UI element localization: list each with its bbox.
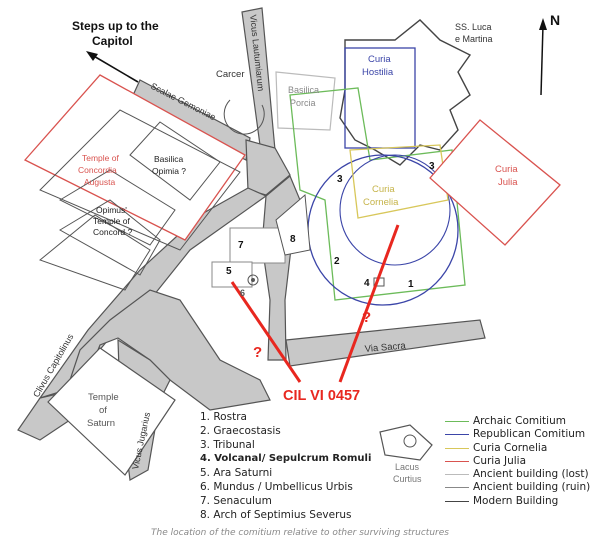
line-legend: Archaic Comitium Republican Comitium Cur… xyxy=(445,415,590,508)
numbered-legend: 1. Rostra 2. Graecostasis 3. Tribunal 4.… xyxy=(200,410,410,522)
temple-saturn-outline xyxy=(47,347,176,476)
legend-line-republican: Republican Comitium xyxy=(445,428,590,441)
legend-swatch xyxy=(445,447,469,449)
street-via-sacra: Via Sacra xyxy=(364,340,407,355)
legend-swatch xyxy=(445,460,469,462)
legend-item-rostra: 1. Rostra xyxy=(200,411,247,423)
legend-line-ruin: Ancient building (ruin) xyxy=(445,481,590,494)
temple-concordia-1: Temple of xyxy=(82,153,119,163)
ss-luca-outline xyxy=(339,19,472,166)
ss-luca-1: SS. Luca xyxy=(455,22,492,32)
legend-item-tribunal: 3. Tribunal xyxy=(200,439,255,451)
lacus-curtius-1: Lacus xyxy=(395,462,420,472)
legend-item-graecostasis: 2. Graecostasis xyxy=(200,425,281,437)
archaic-comitium-outline xyxy=(289,87,466,301)
legend-line-label: Ancient building (lost) xyxy=(473,468,589,481)
temple-saturn-1: Temple xyxy=(88,392,119,403)
steps-label-2: Capitol xyxy=(92,34,133,48)
curia-cornelia-outline xyxy=(349,144,449,219)
legend-swatch xyxy=(445,500,469,502)
steps-label-1: Steps up to the xyxy=(72,19,159,33)
opimius-temple-1: Opimus' xyxy=(96,205,127,215)
curia-julia-2: Julia xyxy=(498,177,518,188)
cil-annotation-lines xyxy=(230,224,400,383)
opimius-temple-2: Temple of xyxy=(93,216,130,226)
legend-line-label: Curia Julia xyxy=(473,454,527,467)
steps-arrow xyxy=(86,51,139,83)
curia-hostilia-1: Curia xyxy=(368,54,391,65)
legend-line-label: Curia Cornelia xyxy=(473,441,548,454)
republican-comitium-inner xyxy=(339,154,451,266)
legend-line-cornelia: Curia Cornelia xyxy=(445,442,590,455)
num-4: 4 xyxy=(364,278,370,289)
curia-hostilia-2: Hostilia xyxy=(362,67,394,78)
cil-label: CIL VI 0457 xyxy=(283,388,360,404)
legend-item-volcanal: 4. Volcanal/ Sepulcrum Romuli xyxy=(200,453,372,464)
num-3-right: 3 xyxy=(429,161,435,172)
legend-line-julia: Curia Julia xyxy=(445,455,590,468)
num-6: 6 xyxy=(240,288,245,298)
legend-swatch xyxy=(445,474,469,476)
opimius-temple-3: Concord ? xyxy=(93,227,132,237)
temple-saturn-2: of xyxy=(99,405,107,416)
north-label: N xyxy=(550,12,560,28)
legend-item-arch: 8. Arch of Septimius Severus xyxy=(200,509,352,521)
ss-luca-2: e Martina xyxy=(455,34,493,44)
basilica-porcia-outline xyxy=(275,71,336,131)
num-1: 1 xyxy=(408,279,414,290)
basilica-opimia-2: Opimia ? xyxy=(152,166,186,176)
legend-line-label: Archaic Comitium xyxy=(473,415,566,427)
curia-cornelia-1: Curia xyxy=(372,184,395,195)
lacus-curtius-outline xyxy=(379,424,433,461)
legend-swatch xyxy=(445,434,469,436)
curia-cornelia-2: Cornelia xyxy=(363,197,399,208)
basilica-opimia-1: Basilica xyxy=(154,154,184,164)
basilica-porcia-2: Porcia xyxy=(290,98,316,108)
num-3-left: 3 xyxy=(337,174,343,185)
legend-item-ara-saturni: 5. Ara Saturni xyxy=(200,467,273,479)
temple-saturn-3: Saturn xyxy=(87,418,115,429)
concordia-complex xyxy=(23,74,246,291)
temple-concordia-2: Concordia xyxy=(78,165,117,175)
curia-julia-outline xyxy=(429,119,561,246)
curia-julia-1: Curia xyxy=(495,164,518,175)
carcer-outline xyxy=(223,99,265,135)
carcer-label: Carcer xyxy=(216,69,245,80)
road-via-sacra xyxy=(285,319,486,367)
question-mark-right: ? xyxy=(362,309,371,326)
legend-swatch xyxy=(445,487,469,489)
legend-swatch xyxy=(445,421,469,422)
legend-line-archaic: Archaic Comitium xyxy=(445,415,590,428)
legend-line-label: Modern Building xyxy=(473,494,559,507)
legend-item-senaculum: 7. Senaculum xyxy=(200,495,272,507)
lacus-curtius-2: Curtius xyxy=(393,474,422,484)
basilica-porcia-1: Basilica xyxy=(288,85,319,95)
map-caption: The location of the comitium relative to… xyxy=(151,528,449,538)
legend-item-mundus: 6. Mundus / Umbellicus Urbis xyxy=(200,481,353,493)
legend-line-label: Republican Comitium xyxy=(473,428,586,441)
legend-line-modern: Modern Building xyxy=(445,495,590,508)
temple-concordia-3: Augusta xyxy=(84,177,115,187)
num-7: 7 xyxy=(238,240,244,251)
question-mark-left: ? xyxy=(253,344,262,361)
legend-line-label: Ancient building (ruin) xyxy=(473,481,591,494)
road-junction xyxy=(245,139,291,196)
num-8: 8 xyxy=(290,234,296,245)
north-arrow-icon xyxy=(539,18,547,96)
num-5: 5 xyxy=(226,266,232,277)
num-2: 2 xyxy=(334,256,340,267)
legend-line-lost: Ancient building (lost) xyxy=(445,468,590,481)
